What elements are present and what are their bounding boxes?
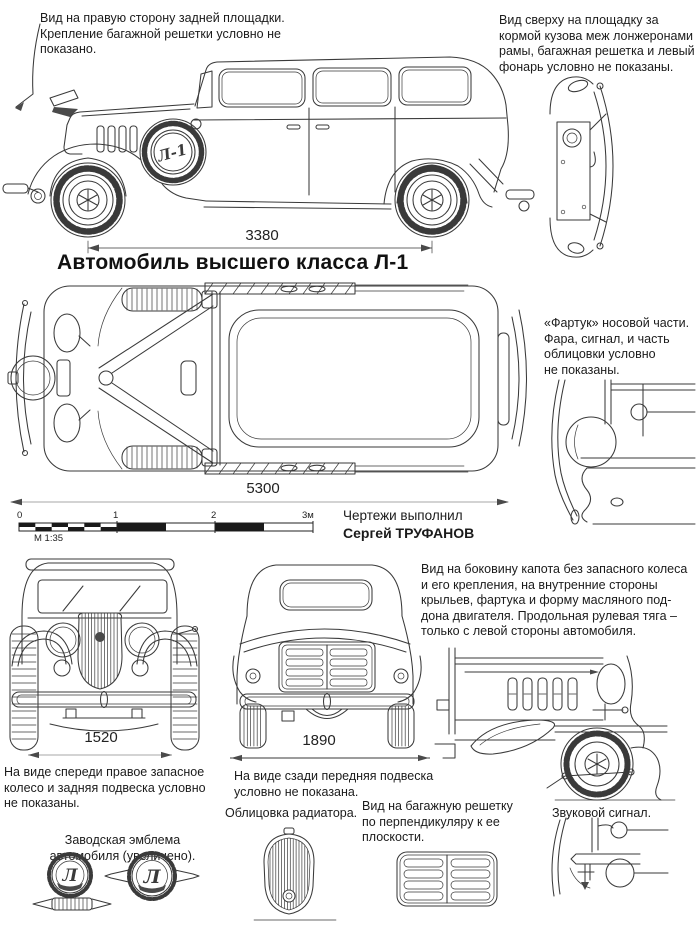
dimension-length: 5300 [246,480,280,497]
emblem-right: Л [104,851,200,901]
luggage-rack [278,641,376,693]
credit-line2: Сергей ТРУФАНОВ [343,524,475,541]
dimension-rear-track: 1890 [302,732,336,749]
scale-tick-1: 1 [113,510,119,521]
rear-wheel [394,162,470,238]
dimension-front-track: 1520 [84,729,118,746]
scale-tick-3: 3м [302,510,314,521]
rear-platform-top-drawing [549,76,614,258]
scale-tick-2: 2 [211,510,217,521]
radiator-grille-drawing [253,827,337,921]
front-track-dimension-line [28,751,172,759]
luggage-rack-drawing [396,851,498,907]
nose-apron-drawing [551,379,696,525]
credit-block: Чертежи выполнил Сергей ТРУФАНОВ [343,508,474,543]
scale-ratio-label: М 1:35 [34,533,64,544]
front-view-drawing [9,558,200,751]
plan-view-drawing [7,282,528,475]
annotation-rear-platform-top: Вид сверху на площадку за кормой кузова … [499,13,695,74]
scale-tick-0: 0 [17,510,23,521]
side-view-drawing: Л-1 [2,23,535,254]
radiator-cap-wings [32,897,112,911]
emblem-left-letter: Л [61,866,78,886]
rear-track-dimension-line [230,754,430,762]
horn-drawing [551,817,669,897]
annotation-radiator: Облицовка радиатора. [225,806,358,820]
annotation-hood-side: Вид на боковину капота без запасного кол… [421,562,688,638]
annotation-nose-apron: «Фартук» носовой части. Фара, сигнал, и … [544,316,690,377]
spare-wheel: Л-1 [139,118,207,186]
credit-line1: Чертежи выполнил [343,508,463,523]
factory-emblem-drawing: Л Л [32,851,200,911]
emblem-right-letter: Л [143,866,162,888]
annotation-luggage-rack: Вид на багажную решетку по перпендикуляр… [362,799,513,844]
annotation-rear-platform-side: Вид на правую сторону задней площадки. К… [40,11,285,56]
front-wheel [50,162,126,238]
dimension-wheelbase: 3380 [245,227,279,244]
annotation-horn: Звуковой сигнал. [552,806,652,820]
annotation-rear-view: На виде сзади передняя подвеска условно … [234,769,434,799]
annotation-front-view: На виде спереди правое запасное колесо и… [4,765,206,810]
emblem-left: Л [47,852,93,898]
page-title: Автомобиль высшего класса Л-1 [57,251,409,274]
scale-bar [18,521,314,533]
hood-side-drawing [434,647,676,801]
length-dimension-line [10,498,509,506]
rear-view-drawing [232,564,422,749]
